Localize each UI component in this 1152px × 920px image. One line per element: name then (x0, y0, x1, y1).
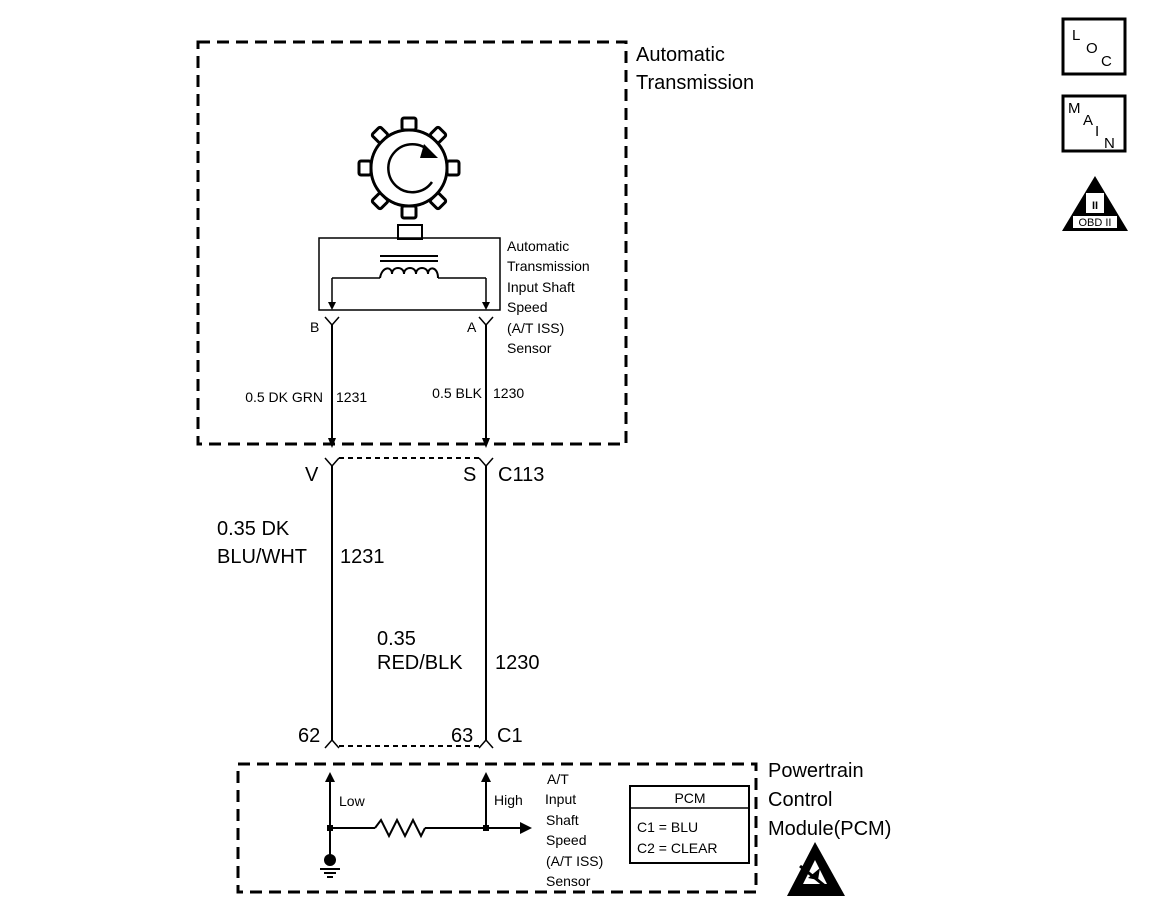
wire-1231-upper-circuit: 1231 (336, 389, 367, 405)
pcm-input-line2: Input (545, 791, 576, 807)
wire-1230-lower-circuit: 1230 (495, 652, 540, 674)
transmission-title-line2: Transmission (636, 72, 754, 94)
main-icon[interactable]: M A I N (1061, 94, 1127, 153)
pcm-high-label: High (494, 792, 523, 808)
connector-c1-pin-63: 63 (451, 725, 473, 747)
esd-warning-icon (787, 842, 845, 896)
sensor-label-line1: Automatic (507, 238, 569, 254)
wire-1230-lower-gauge: 0.35 (377, 628, 416, 650)
loc-icon-c: C (1101, 53, 1112, 70)
pcm-input-circuit (325, 772, 532, 858)
iss-sensor-icon (318, 224, 501, 311)
connector-c113-pin-v: V (305, 464, 319, 486)
pcm-title-line1: Powertrain (768, 760, 864, 782)
loc-icon[interactable]: L O C (1061, 17, 1127, 76)
connector-c1-pin-62-icon (324, 738, 340, 749)
pcm-input-line6: Sensor (546, 873, 591, 889)
wire-1231-lower-gauge: 0.35 DK (217, 518, 290, 540)
sensor-label-line5: (A/T ISS) (507, 320, 564, 336)
transmission-boundary (196, 40, 628, 446)
pcm-low-label: Low (339, 793, 366, 809)
pcm-input-line4: Speed (546, 832, 586, 848)
loc-icon-l: L (1072, 27, 1080, 44)
pcm-title-line2: Control (768, 789, 832, 811)
connector-c113-pin-s-icon (478, 457, 494, 468)
obd-ii-icon[interactable]: II OBD II (1062, 176, 1128, 231)
main-icon-a: A (1083, 112, 1093, 129)
wire-1230-upper-gauge-color: 0.5 BLK (432, 385, 482, 401)
wire-1231-upper-gauge-color: 0.5 DK GRN (245, 389, 323, 405)
terminal-b-label: B (310, 319, 319, 335)
obd-ii-numeral: II (1092, 200, 1098, 212)
transmission-title-line1: Automatic (636, 44, 725, 66)
terminal-a-connector-icon (478, 316, 494, 327)
pcm-connector-table (629, 785, 750, 864)
pcm-input-line5: (A/T ISS) (546, 853, 603, 869)
ground-icon (320, 854, 340, 878)
reluctor-wheel-icon (357, 116, 461, 220)
main-icon-m: M (1068, 100, 1081, 117)
wire-1231-lower-circuit: 1231 (340, 546, 385, 568)
obd-ii-label: OBD II (1078, 217, 1111, 229)
sensor-label-line6: Sensor (507, 340, 552, 356)
wire-1230-lower-color: RED/BLK (377, 652, 463, 674)
wire-1231-lower-color: BLU/WHT (217, 546, 307, 568)
sensor-label-line4: Speed (507, 299, 547, 315)
pcm-input-line1: A/T (547, 771, 569, 787)
terminal-a-label: A (467, 319, 477, 335)
connector-c1-pin-62: 62 (298, 725, 320, 747)
connector-c1-pin-63-icon (478, 738, 494, 749)
pcm-table-row2: C2 = CLEAR (637, 840, 718, 856)
connector-c113-name: C113 (498, 464, 544, 486)
main-icon-i: I (1095, 123, 1099, 140)
pcm-input-line3: Shaft (546, 812, 579, 828)
connector-c113-pin-s: S (463, 464, 476, 486)
pcm-boundary (236, 762, 758, 894)
pcm-table-row1: C1 = BLU (637, 819, 698, 835)
loc-icon-o: O (1086, 40, 1098, 57)
wire-1230-upper-circuit: 1230 (493, 385, 524, 401)
connector-c113-pin-v-icon (324, 457, 340, 468)
connector-c1-name: C1 (497, 725, 523, 747)
sensor-label-line3: Input Shaft (507, 279, 575, 295)
pcm-title-line3: Module(PCM) (768, 818, 891, 840)
main-icon-n: N (1104, 135, 1115, 152)
pcm-table-header: PCM (674, 790, 705, 806)
sensor-label-line2: Transmission (507, 258, 590, 274)
terminal-b-connector-icon (324, 316, 340, 327)
